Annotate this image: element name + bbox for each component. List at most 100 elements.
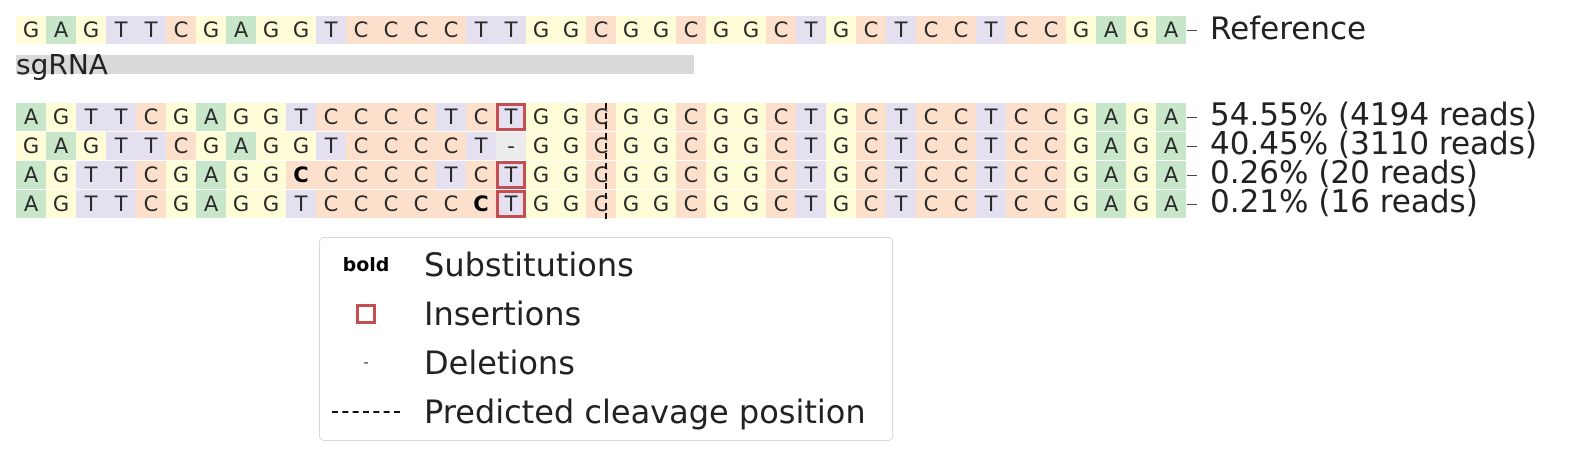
base-cell: T — [796, 16, 826, 44]
base-cell: T — [496, 103, 526, 131]
legend-item-substitutions: bold Substitutions — [320, 240, 892, 289]
base-cell: G — [1066, 190, 1096, 218]
allele-frequency-label: 54.55% (4194 reads) — [1210, 97, 1537, 133]
base-cell: C — [346, 132, 376, 160]
base-cell: A — [196, 103, 226, 131]
base-cell: G — [1126, 16, 1156, 44]
base-cell: C — [1036, 103, 1066, 131]
base-cell: T — [886, 103, 916, 131]
base-cell: T — [496, 190, 526, 218]
legend-insertions-label: Insertions — [424, 295, 582, 333]
base-cell: G — [46, 103, 76, 131]
base-cell: C — [946, 132, 976, 160]
base-cell: G — [616, 16, 646, 44]
base-cell: C — [136, 103, 166, 131]
base-cell: C — [856, 161, 886, 189]
base-cell: C — [856, 190, 886, 218]
base-cell: A — [226, 132, 256, 160]
base-cell: C — [1006, 103, 1036, 131]
base-cell: G — [526, 190, 556, 218]
base-cell: G — [556, 16, 586, 44]
base-cell: C — [436, 190, 466, 218]
base-cell: C — [376, 190, 406, 218]
base-cell: T — [316, 132, 346, 160]
base-cell: G — [46, 161, 76, 189]
base-cell: C — [376, 103, 406, 131]
base-cell: C — [1006, 16, 1036, 44]
base-cell: T — [886, 132, 916, 160]
base-cell: C — [856, 16, 886, 44]
base-cell: C — [946, 16, 976, 44]
base-cell: G — [706, 103, 736, 131]
base-cell: G — [646, 161, 676, 189]
base-cell: T — [106, 190, 136, 218]
row-tick — [1187, 175, 1197, 176]
base-cell: G — [16, 16, 46, 44]
base-cell: G — [646, 16, 676, 44]
row-tick — [1187, 146, 1197, 147]
base-cell: C — [406, 103, 436, 131]
base-cell: C — [676, 161, 706, 189]
base-cell: T — [76, 103, 106, 131]
predicted-cleavage-line — [605, 103, 607, 219]
base-cell: T — [466, 132, 496, 160]
base-cell: A — [1096, 161, 1126, 189]
base-cell: A — [1096, 132, 1126, 160]
base-cell: G — [706, 161, 736, 189]
base-cell: C — [346, 103, 376, 131]
base-cell: G — [556, 161, 586, 189]
base-cell: G — [526, 16, 556, 44]
base-cell: C — [466, 190, 496, 218]
base-cell: A — [196, 190, 226, 218]
base-cell: A — [16, 190, 46, 218]
base-cell: C — [916, 16, 946, 44]
base-cell: C — [766, 161, 796, 189]
base-cell: A — [1156, 103, 1186, 131]
base-cell: T — [106, 132, 136, 160]
base-cell: G — [1126, 190, 1156, 218]
base-cell: C — [856, 103, 886, 131]
base-cell: G — [826, 16, 856, 44]
base-cell: G — [76, 16, 106, 44]
deletion-cell: - — [496, 132, 526, 160]
base-cell: G — [616, 103, 646, 131]
base-cell: T — [106, 16, 136, 44]
base-cell: T — [316, 16, 346, 44]
base-cell: C — [946, 161, 976, 189]
base-cell: C — [916, 161, 946, 189]
base-cell: T — [976, 161, 1006, 189]
base-cell: C — [346, 161, 376, 189]
base-cell: T — [286, 103, 316, 131]
base-cell: C — [466, 161, 496, 189]
base-cell: G — [646, 190, 676, 218]
base-cell: G — [256, 161, 286, 189]
base-cell: G — [706, 16, 736, 44]
base-cell: A — [1096, 16, 1126, 44]
base-cell: C — [166, 132, 196, 160]
base-cell: G — [226, 190, 256, 218]
base-cell: G — [736, 16, 766, 44]
base-cell: T — [106, 161, 136, 189]
base-cell: C — [1036, 190, 1066, 218]
base-cell: G — [526, 103, 556, 131]
base-cell: G — [826, 103, 856, 131]
base-cell: G — [226, 161, 256, 189]
base-cell: G — [556, 190, 586, 218]
base-cell: G — [526, 132, 556, 160]
base-cell: G — [706, 190, 736, 218]
base-cell: G — [826, 132, 856, 160]
base-cell: C — [676, 103, 706, 131]
base-cell: A — [46, 16, 76, 44]
base-cell: C — [676, 16, 706, 44]
base-cell: G — [196, 132, 226, 160]
sgrna-label: sgRNA — [16, 48, 108, 81]
base-cell: C — [916, 132, 946, 160]
base-cell: C — [946, 190, 976, 218]
base-cell: T — [496, 161, 526, 189]
base-cell: G — [736, 190, 766, 218]
base-cell: T — [76, 190, 106, 218]
base-cell: C — [766, 16, 796, 44]
base-cell: T — [136, 16, 166, 44]
